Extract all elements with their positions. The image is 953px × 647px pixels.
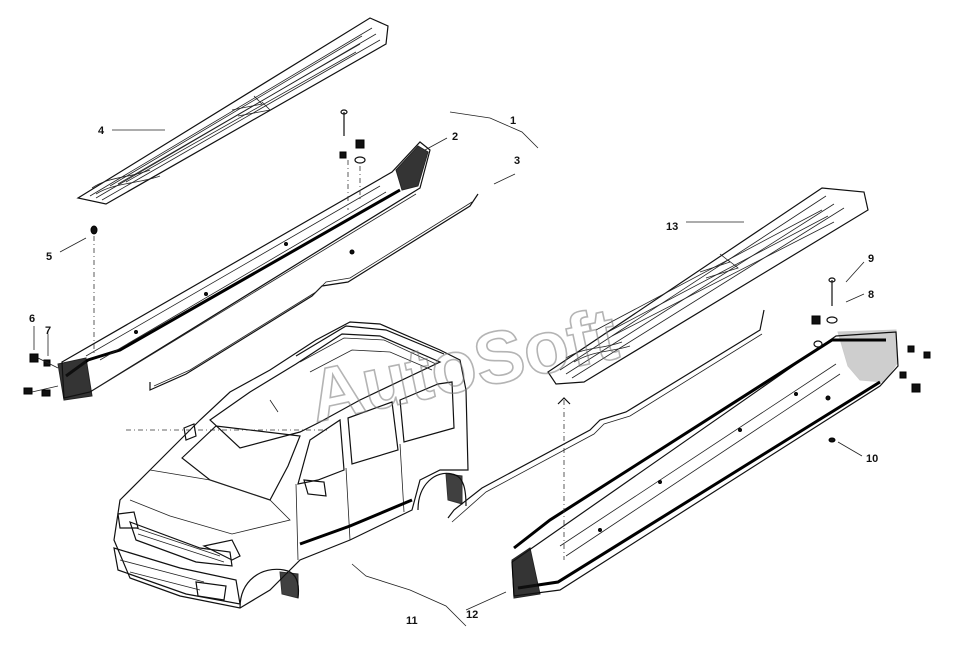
callout-8: 8 xyxy=(868,289,874,301)
callout-10: 10 xyxy=(866,453,878,465)
leader-12 xyxy=(465,591,507,611)
right-fasteners xyxy=(557,277,931,560)
callout-4: 4 xyxy=(98,125,105,137)
left-seal xyxy=(149,193,479,391)
right-seal xyxy=(447,309,765,523)
leader-2 xyxy=(424,137,448,151)
left-step-pad xyxy=(76,17,389,205)
leader-9 xyxy=(845,261,865,283)
right-sill-trim xyxy=(511,329,899,599)
callout-1: 1 xyxy=(510,115,516,127)
left-sill-trim xyxy=(57,141,431,401)
callout-7: 7 xyxy=(45,325,51,337)
leader-1 xyxy=(449,111,539,149)
callout-11: 11 xyxy=(406,615,418,627)
leader-10 xyxy=(837,441,863,457)
callout-3: 3 xyxy=(514,155,520,167)
watermark: AutoSoft xyxy=(302,292,625,438)
callout-13: 13 xyxy=(666,221,678,233)
left-fasteners xyxy=(339,109,366,210)
callout-2: 2 xyxy=(452,131,458,143)
callout-12: 12 xyxy=(466,609,478,621)
left-small-fasteners xyxy=(23,225,98,397)
leader-5 xyxy=(59,237,87,253)
callout-9: 9 xyxy=(868,253,874,265)
leader-11 xyxy=(351,563,467,627)
vehicle xyxy=(113,321,469,609)
leader-3 xyxy=(493,173,516,185)
leader-8 xyxy=(845,293,865,303)
right-step-pad xyxy=(547,187,869,385)
callout-6: 6 xyxy=(29,313,35,325)
callout-5: 5 xyxy=(46,251,52,263)
